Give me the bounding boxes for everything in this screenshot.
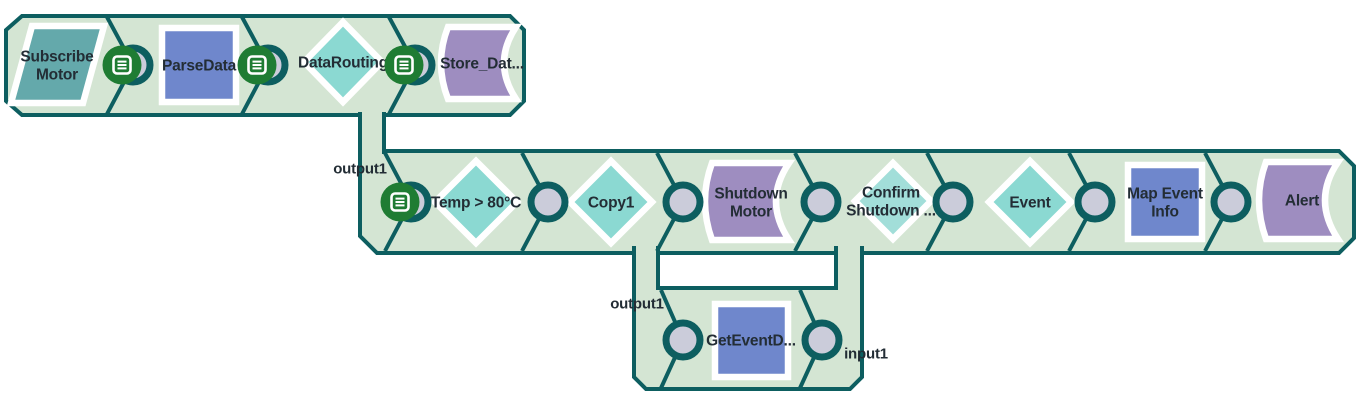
node-store-data[interactable]: Store_Dat... bbox=[437, 23, 524, 103]
square-shape[interactable] bbox=[711, 300, 792, 381]
diamond-shape[interactable] bbox=[565, 156, 657, 248]
output1-label: output1 bbox=[333, 160, 387, 177]
port-connector[interactable] bbox=[1210, 181, 1252, 223]
node-map-event-info[interactable]: Map Event Info bbox=[1124, 161, 1206, 243]
pipe-channel bbox=[362, 111, 382, 157]
node-label: Store_Dat... bbox=[440, 55, 524, 72]
parallelogram-shape[interactable] bbox=[6, 22, 109, 107]
node-confirm-shutdown[interactable]: Confirm Shutdown ... bbox=[846, 158, 936, 244]
port-document-2[interactable] bbox=[237, 44, 289, 86]
node-label: Info bbox=[1151, 203, 1179, 220]
document-icon bbox=[247, 55, 267, 75]
port-connector[interactable] bbox=[662, 319, 704, 361]
node-label: Confirm bbox=[862, 184, 920, 201]
node-label: GetEventD... bbox=[706, 332, 796, 349]
node-label: Motor bbox=[730, 203, 772, 220]
stored-data-shape[interactable] bbox=[437, 23, 523, 103]
node-label: Temp > 80°C bbox=[431, 194, 521, 211]
diamond-shape[interactable] bbox=[850, 158, 936, 244]
port-document-4[interactable] bbox=[380, 181, 432, 223]
node-get-event-data[interactable]: GetEventD... bbox=[706, 300, 796, 381]
output1-label: output1 bbox=[610, 295, 664, 312]
node-shutdown-motor[interactable]: Shutdown Motor bbox=[701, 159, 796, 244]
document-icon bbox=[394, 55, 414, 75]
node-parse-data[interactable]: ParseData bbox=[158, 24, 240, 106]
node-data-routing[interactable]: DataRouting bbox=[298, 17, 388, 107]
square-shape[interactable] bbox=[1124, 161, 1206, 243]
port-connector[interactable] bbox=[800, 181, 842, 223]
node-label: ParseData bbox=[162, 57, 237, 74]
node-label: Map Event bbox=[1127, 185, 1203, 202]
port-connector[interactable] bbox=[662, 181, 704, 223]
diamond-shape[interactable] bbox=[984, 156, 1076, 248]
diamond-shape[interactable] bbox=[299, 17, 387, 107]
node-temp-gt-80c[interactable]: Temp > 80°C bbox=[430, 156, 522, 248]
document-icon bbox=[112, 55, 132, 75]
node-label: Alert bbox=[1285, 192, 1319, 209]
node-alert[interactable]: Alert bbox=[1255, 158, 1345, 243]
port-document-1[interactable] bbox=[102, 44, 154, 86]
port-document-3[interactable] bbox=[384, 44, 436, 86]
connection-pipe-output1-top bbox=[358, 111, 386, 157]
node-label: Shutdown ... bbox=[846, 202, 936, 219]
input1-label: input1 bbox=[844, 345, 888, 362]
stored-data-shape[interactable] bbox=[701, 159, 796, 244]
node-label: Shutdown bbox=[714, 185, 787, 202]
square-shape[interactable] bbox=[158, 24, 240, 106]
node-copy1[interactable]: Copy1 bbox=[565, 156, 657, 248]
node-label: Subscribe bbox=[20, 48, 94, 65]
connection-pipe-input1 bbox=[834, 246, 864, 258]
node-label: Motor bbox=[36, 66, 78, 83]
port-connector[interactable] bbox=[932, 181, 974, 223]
node-label: Copy1 bbox=[588, 194, 635, 211]
pipe-channel bbox=[838, 248, 860, 258]
stored-data-shape[interactable] bbox=[1255, 158, 1345, 243]
node-label: DataRouting bbox=[298, 54, 388, 71]
node-subscribe-motor[interactable]: Subscribe Motor bbox=[6, 22, 109, 107]
document-icon bbox=[390, 192, 410, 212]
port-connector[interactable] bbox=[1074, 181, 1116, 223]
diamond-shape[interactable] bbox=[430, 156, 522, 248]
pipe-channel bbox=[636, 248, 656, 258]
node-event[interactable]: Event bbox=[984, 156, 1076, 248]
node-label: Event bbox=[1009, 194, 1050, 211]
port-connector[interactable] bbox=[801, 319, 843, 361]
port-connector[interactable] bbox=[527, 181, 569, 223]
